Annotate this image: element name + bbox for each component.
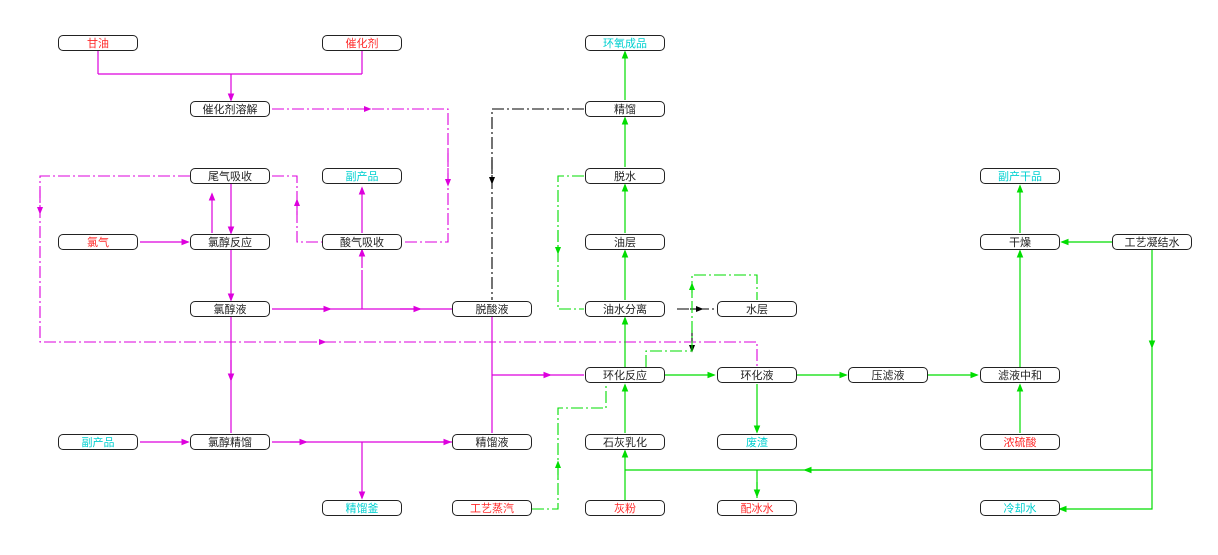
node-chlorohydrin-liquid[interactable]: 氯醇液 xyxy=(190,301,270,317)
node-conc-sulfuric-acid[interactable]: 浓硫酸 xyxy=(980,434,1060,450)
node-chlorine[interactable]: 氯气 xyxy=(58,234,138,250)
node-deacid-liquid[interactable]: 脱酸液 xyxy=(452,301,532,317)
flow-line xyxy=(491,108,584,300)
node-glycerin[interactable]: 甘油 xyxy=(58,35,138,51)
green-dashdot-lines xyxy=(532,175,758,510)
flow-line xyxy=(39,175,758,367)
flow-line xyxy=(532,385,607,510)
node-tail-gas-absorb[interactable]: 尾气吸收 xyxy=(190,168,270,184)
node-distill-liquid[interactable]: 精馏液 xyxy=(452,434,532,450)
node-lime-powder[interactable]: 灰粉 xyxy=(585,500,665,516)
flow-line xyxy=(557,175,584,310)
magenta-dashdot-lines xyxy=(36,105,758,367)
node-byproduct-left[interactable]: 副产品 xyxy=(58,434,138,450)
flow-line xyxy=(645,274,758,367)
magenta-flow-lines xyxy=(97,51,584,500)
node-filtrate-neutralize[interactable]: 滤液中和 xyxy=(980,367,1060,383)
node-distill[interactable]: 精馏 xyxy=(585,101,665,117)
node-chlorohydrin-reaction[interactable]: 氯醇反应 xyxy=(190,234,270,250)
green-flow-lines xyxy=(621,50,1156,513)
node-chlorohydrin-distill[interactable]: 氯醇精馏 xyxy=(190,434,270,450)
node-lime-emulsify[interactable]: 石灰乳化 xyxy=(585,434,665,450)
node-cyclization-liquid[interactable]: 环化液 xyxy=(717,367,797,383)
node-dry[interactable]: 干燥 xyxy=(980,234,1060,250)
node-acid-gas-absorb[interactable]: 酸气吸收 xyxy=(322,234,402,250)
node-catalyst[interactable]: 催化剂 xyxy=(322,35,402,51)
node-oil-layer[interactable]: 油层 xyxy=(585,234,665,250)
node-distill-residue[interactable]: 精馏釜 xyxy=(322,500,402,516)
node-epoxy-product[interactable]: 环氧成品 xyxy=(585,35,665,51)
flow-line xyxy=(272,175,322,243)
node-byproduct-acid[interactable]: 副产品 xyxy=(322,168,402,184)
node-oil-water-separate[interactable]: 油水分离 xyxy=(585,301,665,317)
node-cyclization-reaction[interactable]: 环化反应 xyxy=(585,367,665,383)
node-catalyst-dissolve[interactable]: 催化剂溶解 xyxy=(190,101,270,117)
node-dehydrate[interactable]: 脱水 xyxy=(585,168,665,184)
node-water-layer[interactable]: 水层 xyxy=(717,301,797,317)
node-press-filtrate[interactable]: 压滤液 xyxy=(848,367,928,383)
node-process-condensate[interactable]: 工艺凝结水 xyxy=(1112,234,1192,250)
node-waste-residue[interactable]: 废渣 xyxy=(717,434,797,450)
node-ice-water[interactable]: 配冰水 xyxy=(717,500,797,516)
node-dry-byproduct[interactable]: 副产干品 xyxy=(980,168,1060,184)
node-process-steam[interactable]: 工艺蒸汽 xyxy=(452,500,532,516)
node-cooling-water[interactable]: 冷却水 xyxy=(980,500,1060,516)
